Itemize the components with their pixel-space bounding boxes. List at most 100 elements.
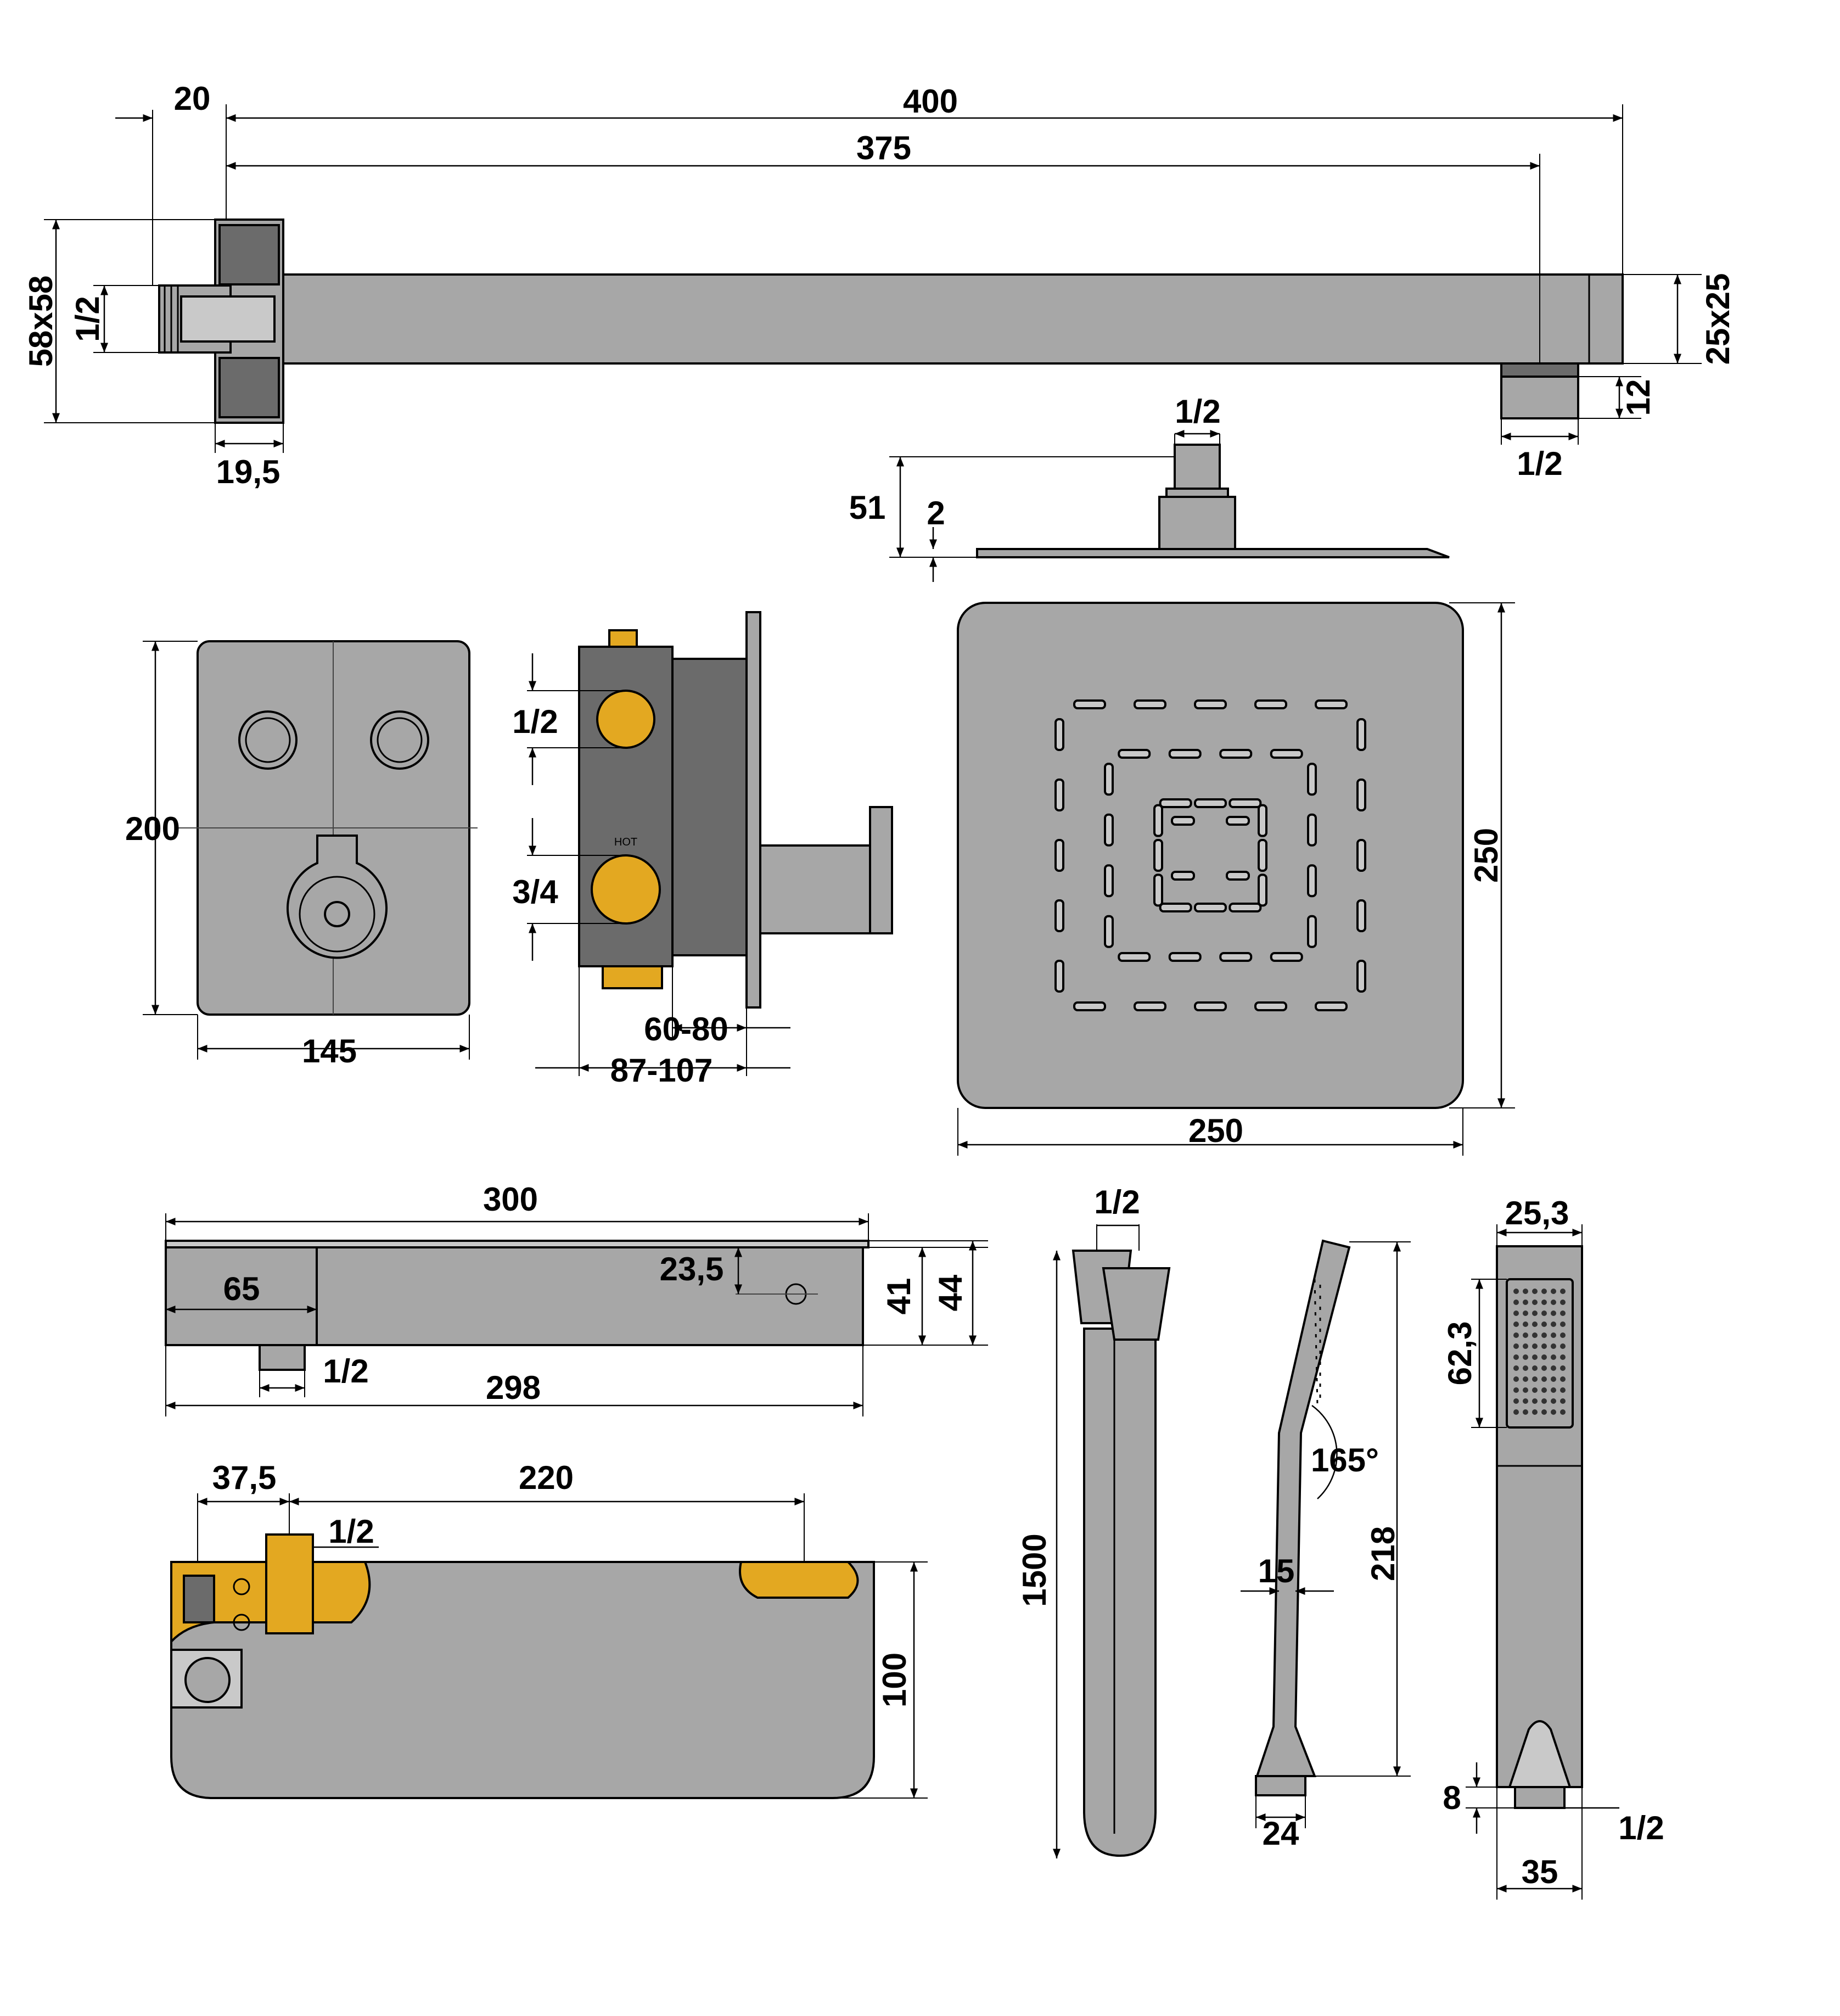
nozzle-hole [1523,1409,1528,1415]
nozzle-slot [1194,798,1227,808]
nozzle-hole [1551,1321,1556,1327]
nozzle-slot [1254,699,1287,709]
hose-dim-1500: 1500 [1016,1533,1053,1606]
nozzle-hole [1541,1311,1547,1316]
nozzle-hole [1513,1387,1519,1393]
arm-dim-19-5: 19,5 [216,453,281,490]
nozzle-slot [1073,699,1106,709]
shelf-front-drawing: 300 65 23,5 41 44 1/2 298 [165,1181,988,1416]
head-front-dim-width: 250 [1188,1112,1243,1149]
box-wall-plate [745,611,761,1009]
nozzle-hole [1532,1365,1538,1371]
hand-shower-side-dim-24: 24 [1263,1815,1299,1852]
nozzle-slot [1315,1001,1348,1011]
shelf-top-dim-37-5: 37,5 [212,1459,277,1496]
nozzle-slot [1073,1001,1106,1011]
head-side-connector [1158,496,1236,550]
shelf-front-dim-44: 44 [932,1274,969,1311]
nozzle-hole [1532,1409,1538,1415]
nozzle-slot [1153,804,1163,837]
nozzle-slot [1356,779,1366,811]
arm-dim-25x25: 25x25 [1699,273,1736,365]
nozzle-slot [1159,903,1192,912]
control-button-left [238,710,298,770]
nozzle-hole [1560,1332,1566,1338]
nozzle-hole [1523,1343,1528,1349]
nozzle-hole [1560,1311,1566,1316]
nozzle-hole [1513,1398,1519,1404]
nozzle-hole [1541,1376,1547,1382]
nozzle-slot [1258,873,1267,907]
nozzle-hole [1541,1365,1547,1371]
nozzle-hole [1532,1387,1538,1393]
nozzle-hole [1560,1321,1566,1327]
nozzle-hole [1513,1343,1519,1349]
nozzle-hole [1560,1300,1566,1305]
shelf-top-drawing: 37,5 220 1/2 100 [170,1459,928,1799]
nozzle-hole [1560,1289,1566,1294]
nozzle-hole [1532,1289,1538,1294]
nozzle-hole [1551,1354,1556,1360]
nozzle-slot [1118,749,1151,759]
hand-shower-front-nozzles [1513,1289,1566,1415]
nozzle-hole [1532,1321,1538,1327]
head-side-plate [976,548,1450,558]
head-side-dim-2: 2 [927,495,945,531]
nozzle-slot [1219,952,1253,962]
hand-shower-front-dim-25-3: 25,3 [1505,1195,1569,1231]
nozzle-hole [1551,1387,1556,1393]
nozzle-slot [1153,839,1163,872]
hose-body [1083,1328,1157,1857]
box-port-three-quarter [591,854,661,925]
arm-flange-inner [218,224,280,285]
box-dim-three-quarter: 3/4 [512,873,558,910]
nozzle-hole [1532,1332,1538,1338]
nozzle-slot [1194,903,1227,912]
nozzle-hole [1532,1300,1538,1305]
nozzle-hole [1541,1398,1547,1404]
shelf-top-brass-right [739,1561,859,1599]
nozzle-hole [1541,1343,1547,1349]
arm-dim-outlet: 1/2 [1517,445,1562,482]
shelf-top-inlet [265,1533,314,1634]
nozzle-hole [1532,1398,1538,1404]
hand-shower-side-thread [1255,1775,1306,1796]
concealed-box-drawing: HOT 1/2 3/4 60-80 87-107 [512,611,893,1089]
nozzle-hole [1551,1311,1556,1316]
nozzle-slot [1307,864,1317,898]
nozzle-hole [1551,1398,1556,1404]
nozzle-slot [1054,779,1064,811]
nozzle-hole [1523,1289,1528,1294]
arm-dim-58x58: 58x58 [23,276,59,367]
box-dim-half: 1/2 [512,703,558,740]
nozzle-hole [1523,1376,1528,1382]
nozzle-slot [1054,960,1064,993]
plate-dim-200: 200 [125,810,180,847]
nozzle-hole [1551,1332,1556,1338]
nozzle-slot [1258,839,1267,872]
box-bottom-outlet [602,965,663,989]
nozzle-slot [1171,871,1195,881]
nozzle-slot [1134,1001,1166,1011]
nozzle-hole [1560,1354,1566,1360]
arm-dim-thread: 1/2 [69,296,106,341]
nozzle-hole [1523,1321,1528,1327]
nozzle-slot [1159,798,1192,808]
nozzle-slot [1356,839,1366,872]
nozzle-hole [1513,1300,1519,1305]
nozzle-hole [1551,1289,1556,1294]
nozzle-hole [1541,1387,1547,1393]
nozzle-slot [1226,871,1250,881]
nozzle-slot [1104,763,1114,796]
hand-shower-front-dim-thread: 1/2 [1618,1810,1664,1846]
hand-shower-side-dim-15: 15 [1258,1553,1295,1589]
box-dim-87-107: 87-107 [610,1052,713,1089]
hand-shower-front-tip [1508,1720,1572,1788]
shower-arm-drawing: 400 375 20 58x58 1/2 19,5 25x25 12 1/ [23,80,1736,490]
nozzle-hole [1513,1332,1519,1338]
nozzle-hole [1551,1365,1556,1371]
hand-shower-side-drawing: 165° 218 15 24 [1241,1239,1411,1852]
hose-drawing: 1/2 1500 [1016,1184,1171,1858]
nozzle-hole [1523,1387,1528,1393]
